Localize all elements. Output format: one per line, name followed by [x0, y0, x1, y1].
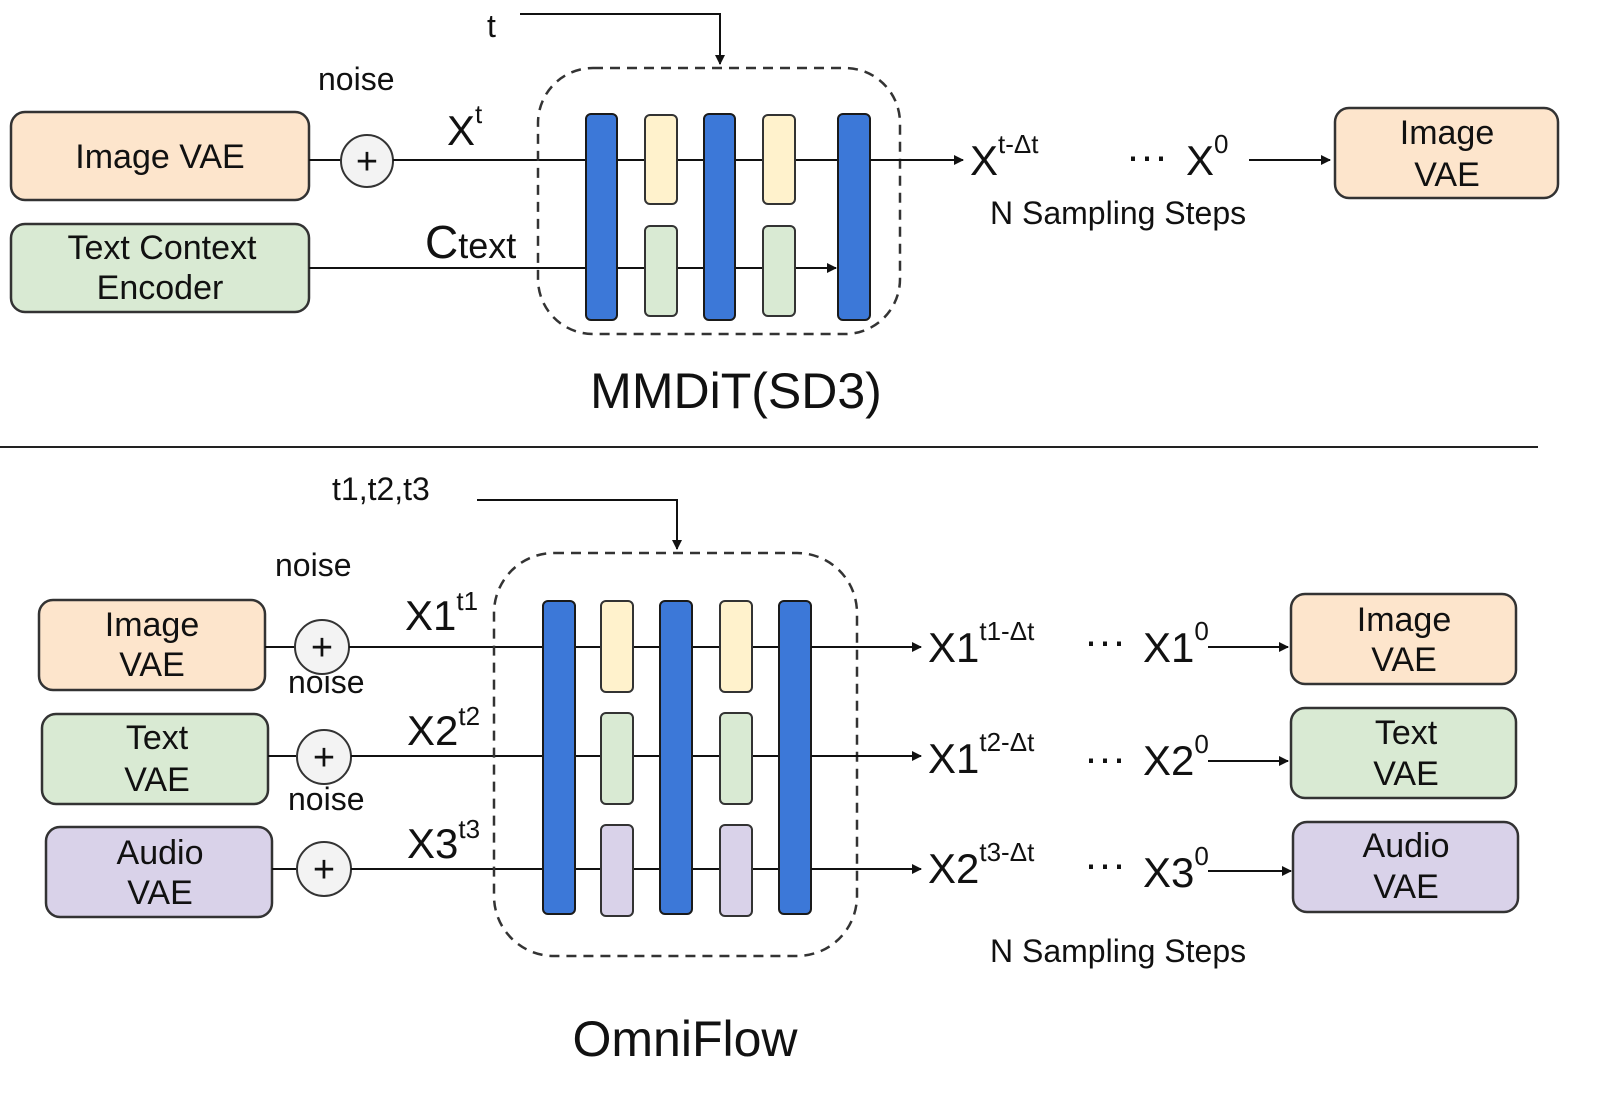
output-latent-label: Xt-Δt	[970, 129, 1039, 184]
text-context-encoder-label-1: Text Context	[68, 229, 258, 267]
xt-label: Xt	[447, 99, 483, 154]
latent-label: X1t1	[405, 586, 478, 639]
mmdit-block	[585, 113, 618, 321]
final-latent-label: X30	[1143, 841, 1209, 896]
mmdit-block	[837, 113, 871, 321]
dots: ···	[1084, 734, 1126, 781]
text-adapter-block	[719, 712, 753, 805]
image-adapter-block	[600, 600, 634, 693]
svg-text:+: +	[356, 141, 378, 183]
audio-vae-output-label-2: VAE	[1373, 868, 1439, 906]
text-vae-output-box	[1289, 706, 1518, 800]
latent-label: X2t2	[407, 701, 480, 754]
svg-text:+: +	[311, 627, 333, 669]
text-adapter-block	[600, 712, 634, 805]
image-vae-input-box	[9, 110, 311, 202]
image-vae-input-box	[37, 598, 267, 692]
latent-label: X3t3	[407, 814, 480, 867]
omniflow-container	[492, 551, 859, 958]
image-adapter-block	[762, 114, 796, 205]
mmdit-title: MMDiT(SD3)	[590, 363, 882, 419]
image-vae-output-label-1: Image	[1400, 114, 1495, 152]
text-vae-output-label-2: VAE	[1373, 755, 1439, 793]
omniflow-block	[778, 600, 812, 915]
output-latent-label: X1t2-Δt	[928, 727, 1035, 782]
dots: ···	[1126, 132, 1168, 179]
timesteps-label: t1,t2,t3	[332, 471, 430, 507]
final-latent-label: X0	[1186, 129, 1228, 184]
audio-vae-input-label-2: VAE	[127, 874, 193, 912]
text-vae-input-label-2: VAE	[124, 761, 190, 799]
timestep-label: t	[487, 8, 496, 44]
audio-vae-output-box	[1291, 820, 1520, 914]
image-adapter-block	[644, 114, 678, 205]
image-adapter-block	[719, 600, 753, 693]
timesteps-arrow	[477, 499, 682, 550]
noise-label: noise	[275, 547, 352, 583]
audio-vae-output-label-1: Audio	[1363, 827, 1450, 865]
image-vae-output-box	[1333, 106, 1560, 200]
image-vae-output-label-2: VAE	[1414, 156, 1480, 194]
final-latent-label: X20	[1143, 729, 1209, 784]
dots: ···	[1084, 840, 1126, 887]
audio-vae-input-label-1: Audio	[117, 834, 204, 872]
dots: ···	[1084, 617, 1126, 664]
image-vae-input-label-1: Image	[105, 606, 200, 644]
image-vae-input-label: Image VAE	[75, 138, 244, 176]
audio-adapter-block	[600, 824, 634, 917]
image-vae-output-label-1: Image	[1357, 601, 1452, 639]
svg-text:+: +	[313, 737, 335, 779]
svg-text:+: +	[313, 849, 335, 891]
image-vae-output-box	[1289, 592, 1518, 686]
text-vae-input-label-1: Text	[126, 719, 189, 757]
omniflow-title: OmniFlow	[572, 1011, 798, 1067]
mmdit-section: t Image VAE Text Context Encoder noise +…	[9, 8, 1560, 419]
mmdit-container	[536, 66, 902, 336]
text-adapter-block	[762, 225, 796, 317]
output-latent-label: X1t1-Δt	[928, 616, 1035, 671]
mmdit-block	[703, 113, 736, 321]
text-context-encoder-label-2: Encoder	[97, 269, 224, 307]
image-vae-output-label-2: VAE	[1371, 641, 1437, 679]
noise-label: noise	[318, 61, 395, 97]
output-latent-label: X2t3-Δt	[928, 837, 1035, 892]
omniflow-section: t1,t2,t3 Image VAE Text VAE Audio VAE no…	[37, 471, 1520, 1067]
omniflow-block	[659, 600, 693, 915]
audio-adapter-block	[719, 824, 753, 917]
ctext-label: Ctext	[425, 216, 516, 268]
audio-vae-input-box	[44, 825, 274, 919]
sampling-steps-label: N Sampling Steps	[990, 933, 1246, 969]
final-latent-label: X10	[1143, 616, 1209, 671]
noise-label: noise	[288, 781, 365, 817]
sampling-steps-label: N Sampling Steps	[990, 195, 1246, 231]
image-vae-input-label-2: VAE	[119, 646, 185, 684]
text-vae-input-box	[40, 712, 270, 806]
text-vae-output-label-1: Text	[1375, 714, 1438, 752]
omniflow-block	[542, 600, 576, 915]
text-adapter-block	[644, 225, 678, 317]
timestep-arrow	[520, 13, 725, 65]
